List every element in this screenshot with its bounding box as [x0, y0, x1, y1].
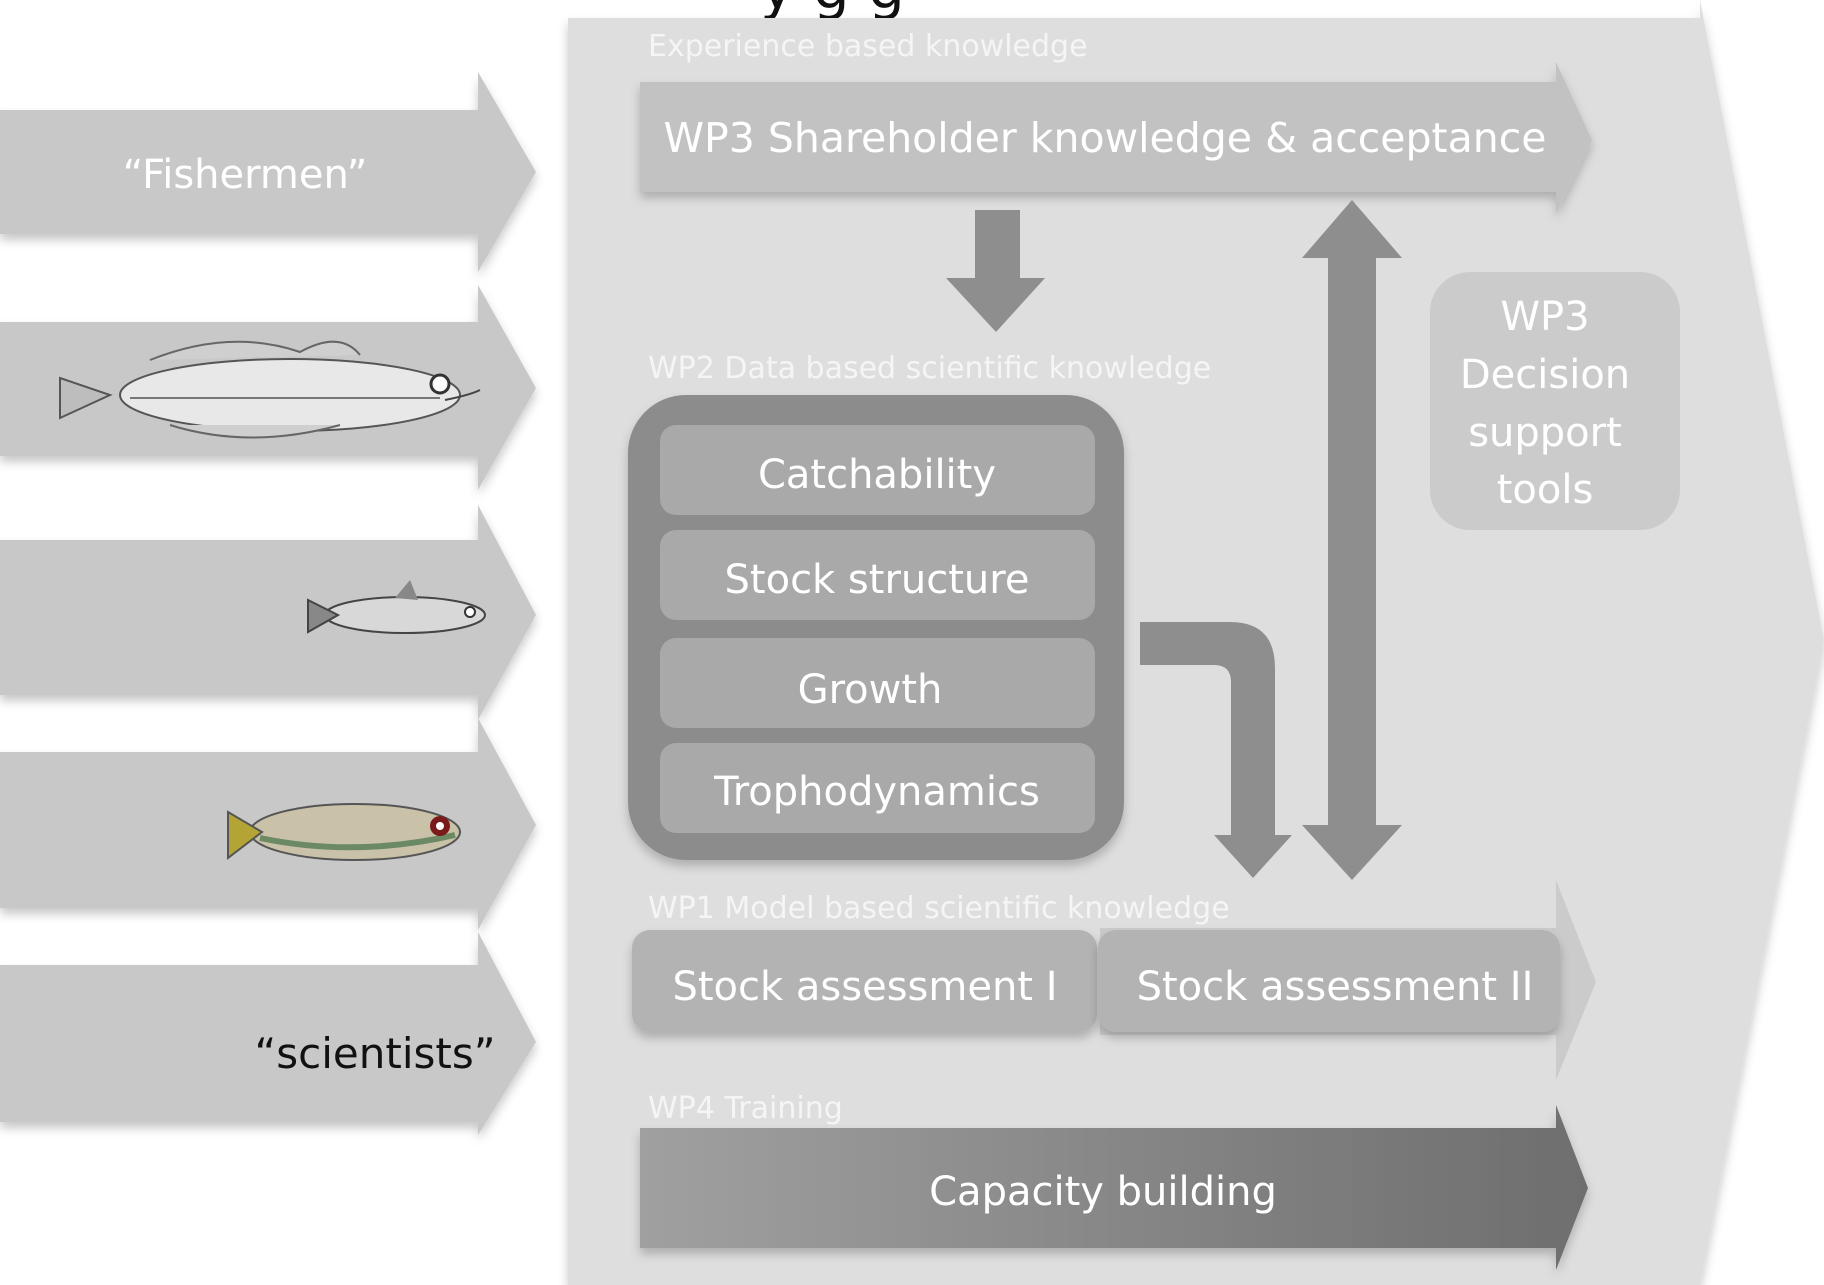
- stock-assessment-2: Stock assessment II: [1098, 930, 1560, 1032]
- capacity-building-label: Capacity building: [929, 1169, 1277, 1215]
- wp3-decision-line: tools: [1497, 467, 1594, 513]
- mackerel-fish-icon: [227, 803, 461, 861]
- wp2-label: WP2 Data based scientific knowledge: [648, 351, 1211, 386]
- stock-assessment-1: Stock assessment I: [632, 930, 1097, 1032]
- wp2-item-label: Catchability: [758, 452, 996, 498]
- left-arrow-sardine: [0, 505, 536, 720]
- wp3-decision-box: WP3 Decision support tools: [1430, 272, 1680, 530]
- capacity-building-arrow: Capacity building: [640, 1105, 1588, 1270]
- stock-assessment-label: Stock assessment II: [1137, 964, 1534, 1010]
- left-arrow-mackerel: [0, 718, 536, 930]
- experience-label: Experience based knowledge: [648, 29, 1088, 64]
- wp2-item-label: Trophodynamics: [713, 769, 1040, 815]
- wp2-item-catchability: Catchability: [660, 425, 1095, 515]
- bent-connector-arrow: [1140, 622, 1292, 878]
- wp2-item-label: Stock structure: [725, 557, 1030, 603]
- down-arrow-icon: [946, 210, 1045, 332]
- wp2-item-label: Growth: [798, 667, 943, 713]
- wp2-item-stock-structure: Stock structure: [660, 530, 1095, 620]
- left-arrow-cod: [0, 285, 536, 490]
- wp3-shareholder-arrow: WP3 Shareholder knowledge & acceptance: [640, 62, 1592, 214]
- scientists-label: “scientists”: [255, 1029, 496, 1078]
- title-fragment: y g g: [760, 0, 905, 22]
- wp3-shareholder-label: WP3 Shareholder knowledge & acceptance: [664, 114, 1547, 162]
- double-arrow-icon: [1302, 200, 1402, 880]
- wp2-item-trophodynamics: Trophodynamics: [660, 743, 1095, 833]
- fishermen-label: “Fishermen”: [123, 152, 368, 198]
- cod-fish-icon: [59, 340, 481, 439]
- left-arrow-scientists: “scientists”: [0, 932, 536, 1135]
- wp3-decision-line: WP3: [1500, 294, 1589, 340]
- wp2-item-growth: Growth: [660, 638, 1095, 728]
- wp3-decision-line: support: [1468, 410, 1622, 456]
- wp4-label: WP4 Training: [648, 1091, 843, 1126]
- left-arrow-fishermen: “Fishermen”: [0, 72, 536, 272]
- wp3-decision-line: Decision: [1460, 352, 1630, 398]
- wp1-label: WP1 Model based scientific knowledge: [648, 891, 1230, 926]
- stock-assessment-label: Stock assessment I: [672, 964, 1057, 1010]
- sardine-fish-icon: [307, 580, 486, 634]
